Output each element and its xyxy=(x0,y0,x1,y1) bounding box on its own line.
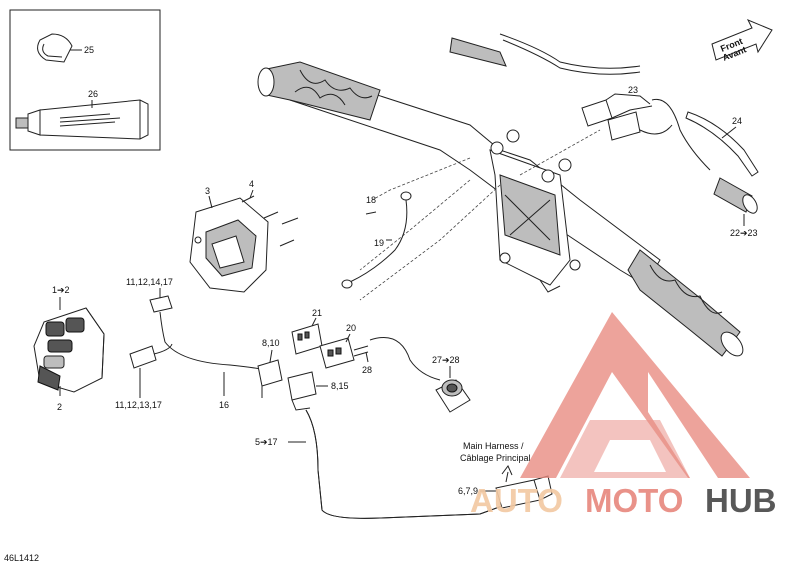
callout-21: 21 xyxy=(312,308,322,318)
watermark-text-moto: MOTO xyxy=(585,482,683,519)
callout-23: 23 xyxy=(628,85,638,95)
switch-27 xyxy=(369,337,471,413)
watermark-logo-mark xyxy=(520,312,750,478)
inset-box: 25 26 xyxy=(9,9,161,151)
dashed-leaders xyxy=(359,129,601,301)
callout-1: 1➔2 xyxy=(52,285,70,295)
callout-19: 19 xyxy=(374,238,384,248)
right-grip xyxy=(627,249,744,357)
front-arrow: Front Avant xyxy=(711,19,773,63)
grip-end-22 xyxy=(713,177,758,214)
callout-27: 27➔28 xyxy=(432,355,460,365)
connector-8-15 xyxy=(287,371,317,411)
grease-tube-part xyxy=(15,99,149,140)
callout-28: 28 xyxy=(362,365,372,375)
ground-wire-19 xyxy=(341,191,412,289)
clamp-part xyxy=(37,33,82,63)
handlebar-riser xyxy=(489,129,581,293)
watermark-text-hub: HUB xyxy=(705,482,777,519)
handlebar xyxy=(257,33,744,357)
watermark-text-auto: AUTO xyxy=(470,482,563,519)
callout-2: 2 xyxy=(57,402,62,412)
screws-4 xyxy=(241,195,299,247)
callout-6: 6,7,9 xyxy=(458,486,478,496)
harness-16 xyxy=(129,295,276,373)
connector-20 xyxy=(319,337,369,369)
watermark: AUTO MOTO HUB xyxy=(470,312,777,519)
main-harness-fr: Câblage Principal xyxy=(460,453,531,463)
left-grip xyxy=(257,61,381,121)
diagram-code: 46L1412 xyxy=(4,553,39,563)
connector-8-10 xyxy=(257,359,283,398)
callout-11b: 11,12,13,17 xyxy=(115,400,162,410)
callout-8a: 8,10 xyxy=(262,338,280,348)
bolt-18 xyxy=(365,211,377,215)
callout-11a: 11,12,14,17 xyxy=(126,277,173,287)
hose-24 xyxy=(685,111,759,177)
callout-24: 24 xyxy=(732,116,742,126)
callout-3: 3 xyxy=(205,186,210,196)
callout-22: 22➔23 xyxy=(730,228,758,238)
harness-5 xyxy=(305,409,503,519)
callout-8b: 8,15 xyxy=(331,381,349,391)
callout-20: 20 xyxy=(346,323,356,333)
callout-26: 26 xyxy=(88,89,98,99)
switch-assembly-1 xyxy=(33,307,105,393)
callout-4: 4 xyxy=(249,179,254,189)
switch-housing-3 xyxy=(189,197,269,293)
main-harness-en: Main Harness / xyxy=(463,441,524,451)
callout-16: 16 xyxy=(219,400,229,410)
callout-25: 25 xyxy=(84,45,94,55)
callout-18: 18 xyxy=(366,195,376,205)
throttle-lever xyxy=(449,33,641,75)
callout-5: 5➔17 xyxy=(255,437,278,447)
connector-23 xyxy=(581,93,711,171)
connector-21 xyxy=(291,323,323,355)
